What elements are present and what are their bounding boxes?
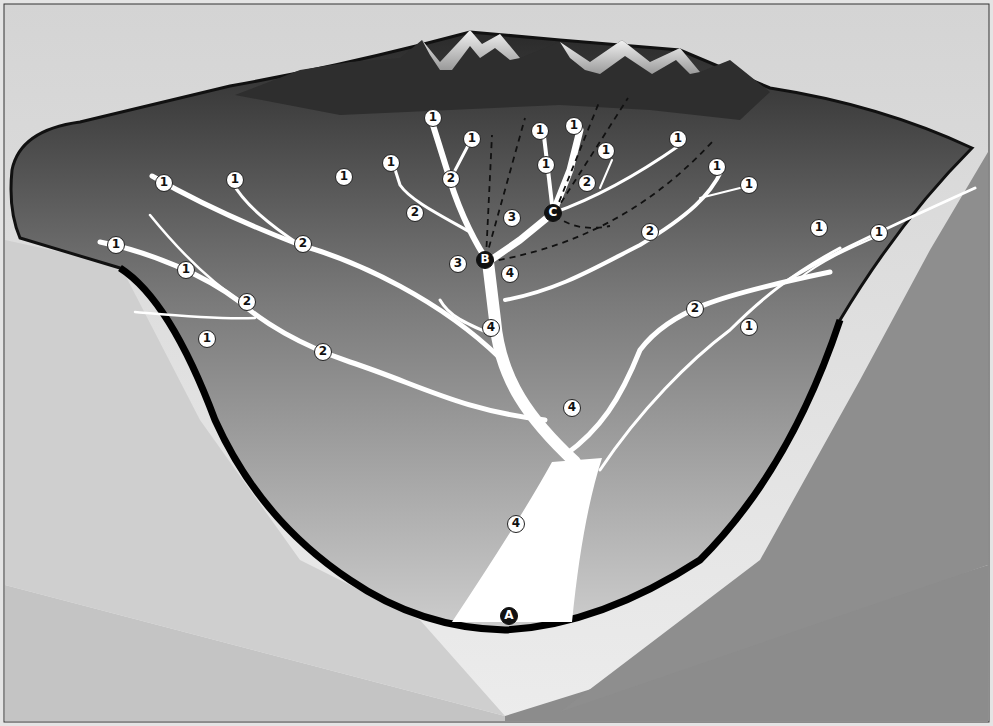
stream-order-number: 1	[107, 236, 125, 254]
stream-order-number: 3	[503, 209, 521, 227]
stream-order-number: 2	[641, 223, 659, 241]
stream-order-number: 2	[406, 204, 424, 222]
stream-order-number: 4	[482, 319, 500, 337]
stream-order-number: 4	[501, 265, 519, 283]
stream-order-number: 1	[870, 224, 888, 242]
stream-order-number: 1	[708, 158, 726, 176]
stream-order-number: 2	[442, 170, 460, 188]
stream-order-number: 1	[155, 174, 173, 192]
stream-order-number: 1	[565, 117, 583, 135]
stream-order-number: 2	[294, 235, 312, 253]
stream-order-number: 1	[463, 130, 481, 148]
point-marker: B	[476, 251, 494, 269]
stream-order-number: 1	[810, 219, 828, 237]
stream-order-number: 1	[597, 142, 615, 160]
stream-order-number: 2	[238, 293, 256, 311]
stream-order-number: 4	[563, 399, 581, 417]
stream-order-number: 1	[198, 330, 216, 348]
stream-order-number: 2	[686, 300, 704, 318]
stream-order-number: 1	[226, 171, 244, 189]
stream-order-number: 2	[314, 343, 332, 361]
stream-order-number: 1	[335, 168, 353, 186]
stream-order-number: 1	[382, 154, 400, 172]
stream-order-number: 1	[531, 122, 549, 140]
stream-order-number: 1	[740, 318, 758, 336]
stream-order-number: 1	[537, 156, 555, 174]
stream-order-number: 1	[669, 130, 687, 148]
point-marker: A	[500, 607, 518, 625]
stream-order-number: 1	[177, 261, 195, 279]
stream-order-number: 2	[578, 174, 596, 192]
stream-order-number: 4	[507, 515, 525, 533]
stream-order-number: 1	[424, 109, 442, 127]
stream-order-number: 3	[449, 255, 467, 273]
stream-order-number: 1	[740, 176, 758, 194]
point-marker: C	[544, 204, 562, 222]
